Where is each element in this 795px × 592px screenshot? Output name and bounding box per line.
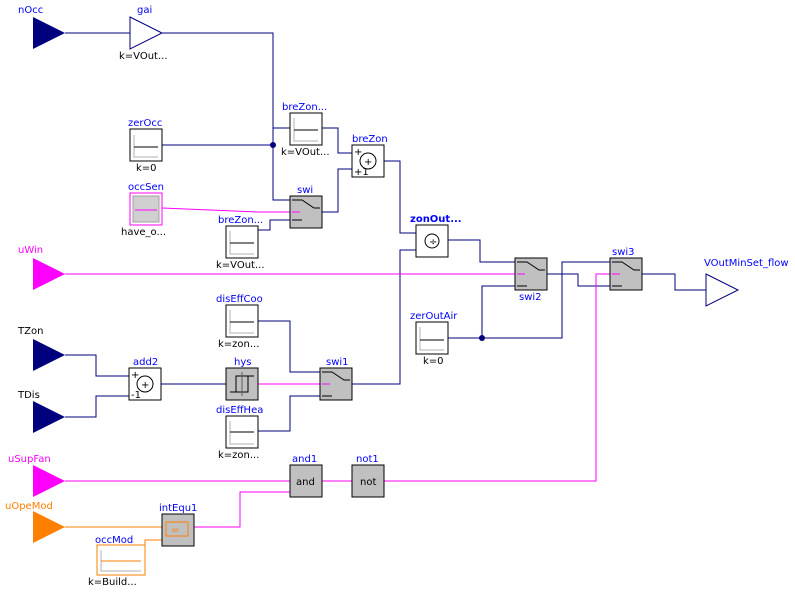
block-swi3[interactable]: swi3 bbox=[609, 247, 643, 291]
block-name: occMod bbox=[95, 535, 133, 546]
input-TDis[interactable]: TDis bbox=[17, 390, 65, 433]
block-name: disEffHea bbox=[216, 405, 263, 416]
wire-breZonArea-swi bbox=[258, 219, 290, 231]
svg-text:+: + bbox=[364, 157, 372, 168]
svg-text:=: = bbox=[171, 525, 179, 536]
wire-TZon-add2 bbox=[65, 354, 129, 377]
input-label: TDis bbox=[17, 390, 40, 401]
input-label: uOpeMod bbox=[5, 501, 53, 512]
block-name: and1 bbox=[292, 454, 317, 465]
block-name: swi2 bbox=[519, 292, 542, 303]
block-param: k=Build... bbox=[88, 577, 137, 588]
svg-text:+1: +1 bbox=[354, 167, 369, 178]
block-occSen[interactable]: occSen have_o... bbox=[121, 182, 166, 238]
wire-TDis-add2 bbox=[65, 395, 129, 418]
block-breZonOcc[interactable]: breZon... k=VOut... bbox=[281, 102, 330, 158]
block-name: swi1 bbox=[326, 357, 349, 368]
wire-occSen-swi bbox=[161, 207, 290, 213]
wire-node-breZonOcc bbox=[272, 127, 290, 145]
block-text: not bbox=[360, 477, 376, 488]
block-text: and bbox=[296, 477, 315, 488]
input-label: nOcc bbox=[18, 5, 43, 16]
block-hys[interactable]: hys bbox=[225, 357, 259, 401]
block-swi2[interactable]: swi2 bbox=[514, 257, 548, 303]
wire-occMod-intEqu1 bbox=[144, 539, 162, 561]
wire-swi3-out bbox=[642, 273, 706, 291]
wire-node-swi2 bbox=[481, 285, 515, 338]
wire-intEqu1-and1 bbox=[193, 491, 290, 528]
input-TZon[interactable]: TZon bbox=[17, 326, 65, 371]
block-name: hys bbox=[234, 357, 251, 368]
block-param: k=VOut... bbox=[119, 51, 168, 62]
wire-breZonOcc-breZon bbox=[322, 127, 352, 154]
wire-disEffCoo-swi1 bbox=[258, 320, 320, 373]
input-uSupFan[interactable]: uSupFan bbox=[8, 454, 65, 497]
input-uOpeMod[interactable]: uOpeMod bbox=[5, 501, 65, 543]
block-disEffHea[interactable]: disEffHea k=zon... bbox=[216, 405, 263, 461]
svg-text:+: + bbox=[354, 147, 362, 158]
wire-disEffHea-swi1 bbox=[258, 395, 320, 432]
block-param: k=VOut... bbox=[281, 147, 330, 158]
wire-not1-swi3 bbox=[384, 273, 610, 482]
block-name: intEqu1 bbox=[159, 503, 197, 514]
connections bbox=[65, 32, 706, 561]
block-name: zerOcc bbox=[128, 118, 162, 129]
block-zerOcc[interactable]: zerOcc k=0 bbox=[128, 118, 163, 174]
block-name: occSen bbox=[128, 182, 164, 193]
block-name: zonOut... bbox=[410, 214, 462, 225]
junction-node bbox=[270, 142, 276, 148]
svg-text:+: + bbox=[141, 380, 149, 391]
output-VOutMinSet_flow[interactable]: VOutMinSet_flow bbox=[704, 258, 789, 307]
block-disEffCoo[interactable]: disEffCoo k=zon... bbox=[216, 294, 263, 350]
wire-swi1-zonOut bbox=[352, 249, 416, 385]
block-name: swi3 bbox=[612, 247, 635, 258]
block-occMod[interactable]: occMod k=Build... bbox=[88, 535, 146, 588]
block-name: swi bbox=[297, 185, 313, 196]
block-breZonArea[interactable]: breZon... k=VOut... bbox=[216, 215, 265, 271]
svg-text:÷: ÷ bbox=[429, 237, 437, 248]
wire-zonOut-swi2 bbox=[448, 239, 515, 263]
block-name: add2 bbox=[133, 357, 158, 368]
block-param: k=VOut... bbox=[216, 260, 265, 271]
block-param: have_o... bbox=[121, 227, 166, 238]
block-param: k=zon... bbox=[218, 339, 259, 350]
block-and1[interactable]: and and1 bbox=[289, 454, 323, 498]
block-not1[interactable]: not not1 bbox=[351, 454, 385, 498]
block-zonOut[interactable]: ÷ zonOut... bbox=[410, 214, 462, 258]
block-name: zerOutAir bbox=[410, 311, 458, 322]
block-breZon[interactable]: + + +1 breZon bbox=[351, 134, 388, 178]
block-swi1[interactable]: swi1 bbox=[319, 357, 353, 401]
junction-node bbox=[479, 335, 485, 341]
block-add2[interactable]: + + -1 add2 bbox=[128, 357, 162, 401]
block-name: breZon... bbox=[218, 215, 263, 226]
input-uWin[interactable]: uWin bbox=[18, 245, 65, 290]
wire-node-swi bbox=[272, 145, 290, 201]
svg-text:-1: -1 bbox=[131, 390, 141, 401]
wire-swi-breZon bbox=[322, 168, 352, 213]
block-param: k=0 bbox=[136, 163, 157, 174]
wire-node-swi3 bbox=[482, 261, 610, 339]
input-label: uWin bbox=[18, 245, 43, 256]
output-label: VOutMinSet_flow bbox=[704, 258, 789, 269]
block-param: k=zon... bbox=[218, 450, 259, 461]
block-param: k=0 bbox=[423, 356, 444, 367]
wire-gai-node bbox=[162, 32, 274, 145]
block-intEqu1[interactable]: = intEqu1 bbox=[159, 503, 197, 547]
block-name: not1 bbox=[356, 454, 379, 465]
block-name: breZon... bbox=[282, 102, 327, 113]
wire-swi2-swi3 bbox=[546, 273, 610, 287]
block-name: gai bbox=[137, 5, 152, 16]
block-gai[interactable]: gai k=VOut... bbox=[119, 5, 168, 62]
block-name: disEffCoo bbox=[216, 294, 263, 305]
wire-breZon-zonOut bbox=[384, 160, 416, 234]
block-zerOutAir[interactable]: zerOutAir k=0 bbox=[410, 311, 458, 367]
input-label: uSupFan bbox=[8, 454, 51, 465]
block-name: breZon bbox=[352, 134, 388, 145]
block-swi[interactable]: swi bbox=[289, 185, 323, 229]
input-label: TZon bbox=[17, 326, 43, 337]
svg-text:+: + bbox=[131, 370, 139, 381]
input-nOcc[interactable]: nOcc bbox=[18, 5, 65, 49]
